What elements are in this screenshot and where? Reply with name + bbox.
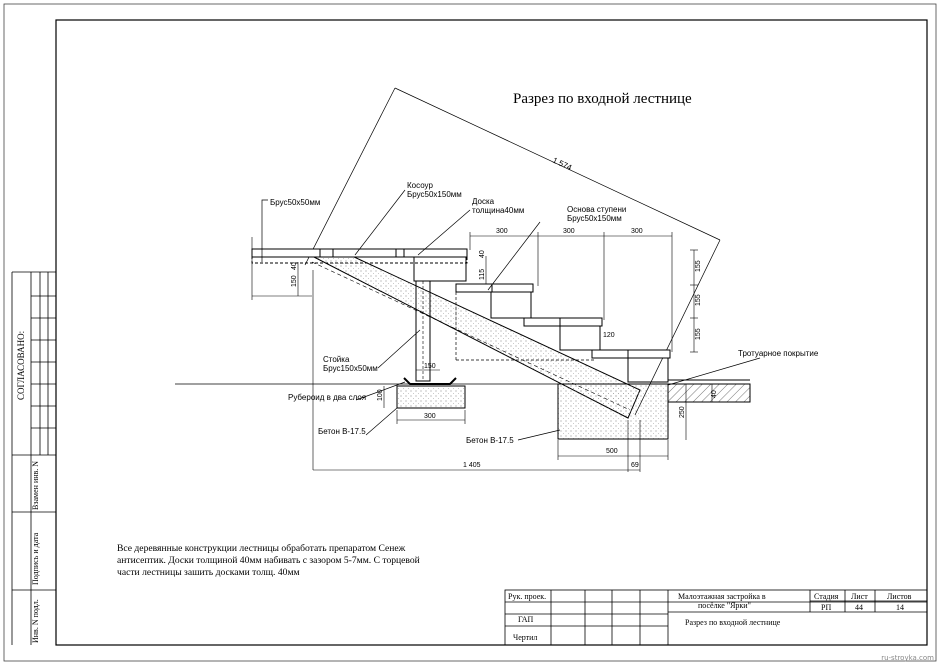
- inner-frame: [55, 19, 928, 646]
- tb-gap: ГАП: [518, 615, 534, 624]
- dim-300-c: 300: [631, 228, 643, 235]
- label-doska-thk: толщина40мм: [472, 206, 524, 215]
- tb-listov: 14: [896, 603, 904, 612]
- tb-stadiya-h: Стадия: [814, 592, 839, 601]
- tb-project-2: посёлке "Ярки": [698, 601, 751, 610]
- dim-300-b: 300: [563, 228, 575, 235]
- dimension-lines: [251, 232, 713, 472]
- label-trotuar: Тротуарное покрытие: [738, 349, 819, 358]
- leader-lines: [261, 189, 761, 441]
- tb-listov-h: Листов: [887, 592, 912, 601]
- right-foundation: [557, 383, 669, 440]
- note-line-2: антисептик. Доски толщиной 40мм набивать…: [117, 555, 420, 566]
- label-osnova: Основа ступени: [567, 205, 626, 214]
- label-kosour: Косоур: [407, 181, 433, 190]
- post: [415, 280, 431, 382]
- dim-115: 115: [479, 269, 486, 280]
- dim-300-a: 300: [496, 228, 508, 235]
- dim-100: 100: [377, 389, 384, 401]
- tb-project-1: Малоэтажная застройка в: [678, 592, 766, 601]
- tb-chertil: Чертил: [513, 633, 537, 642]
- side-stamp: [11, 271, 56, 645]
- label-stoyka-brus: Брус150х50мм: [323, 364, 378, 373]
- step-2: [523, 317, 603, 351]
- side-stamp-vzamen: Взамен инв. N: [31, 461, 40, 510]
- side-stamp-soglasovano: СОГЛАСОВАНО:: [16, 331, 26, 400]
- dim-150-h: 150: [424, 363, 436, 370]
- dim-300-f: 300: [424, 413, 436, 420]
- label-ruberoid: Рубероид в два слоя: [288, 393, 366, 402]
- label-brus50x50: Брус50х50мм: [270, 198, 320, 207]
- tb-sheet-name: Разрез по входной лестнице: [685, 618, 781, 627]
- outer-frame: [3, 3, 937, 662]
- step-1: [455, 283, 534, 319]
- dim-40-a: 40: [291, 262, 298, 270]
- drawing-title: Разрез по входной лестнице: [513, 91, 692, 107]
- dim-500: 500: [606, 448, 618, 455]
- dim-40-c: 40: [711, 390, 718, 398]
- tb-list-h: Лист: [851, 592, 868, 601]
- dim-40-b: 40: [479, 250, 486, 258]
- construction-notes: Все деревянные конструкции лестницы обра…: [117, 543, 447, 579]
- dim-150-v: 150: [291, 275, 298, 287]
- dim-155-b: 155: [695, 294, 702, 306]
- side-stamp-podpis: Подпись и дата: [31, 532, 40, 585]
- dim-1405: 1 405: [463, 462, 481, 469]
- title-block: [504, 589, 928, 646]
- pavement: [667, 379, 751, 403]
- label-kosour-brus: Брус50х150мм: [407, 190, 462, 199]
- dim-120: 120: [603, 332, 615, 339]
- step-3: [591, 349, 671, 383]
- side-stamp-inv: Инв. N подл.: [31, 599, 40, 643]
- dim-69: 69: [631, 462, 639, 469]
- label-stoyka: Стойка: [323, 355, 350, 364]
- tb-ruk: Рук. проек.: [508, 592, 546, 601]
- label-beton-right: Бетон В-17.5: [466, 436, 514, 445]
- dim-155-a: 155: [695, 260, 702, 272]
- label-doska: Доска: [472, 197, 495, 206]
- left-footing: [396, 377, 466, 409]
- label-beton-left: Бетон В-17.5: [318, 427, 366, 436]
- tb-list: 44: [855, 603, 863, 612]
- tb-stadiya: РП: [821, 603, 831, 612]
- note-line-3: части лестницы зашить досками толщ. 40мм: [117, 567, 300, 578]
- label-osnova-brus: Брус50х150мм: [567, 214, 622, 223]
- dim-diagonal: 1 574: [551, 156, 573, 173]
- watermark: ru-stroyka.com: [881, 654, 934, 662]
- dim-250: 250: [679, 406, 686, 418]
- note-line-1: Все деревянные конструкции лестницы обра…: [117, 543, 406, 554]
- dim-155-c: 155: [695, 328, 702, 340]
